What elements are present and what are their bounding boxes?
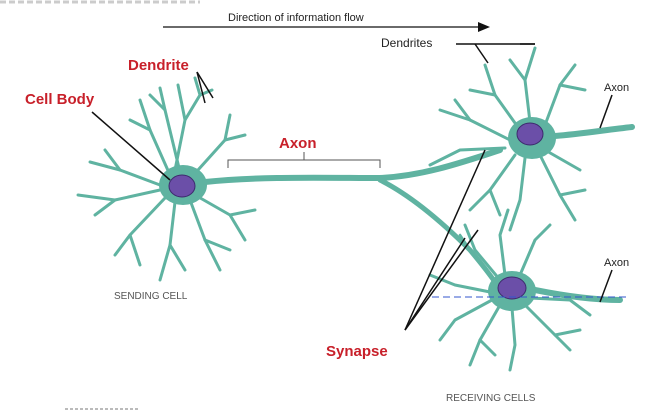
label-axon-lower: Axon bbox=[604, 257, 629, 269]
flow-label: Direction of information flow bbox=[228, 12, 364, 24]
lower-nucleus bbox=[498, 277, 526, 299]
label-dendrite: Dendrite bbox=[128, 57, 189, 74]
axon-bracket bbox=[228, 152, 380, 168]
upper-nucleus bbox=[517, 123, 543, 145]
label-receiving-cells: RECEIVING CELLS bbox=[446, 393, 536, 404]
receiving-cell-lower bbox=[430, 210, 620, 370]
label-axon-main: Axon bbox=[279, 135, 317, 152]
receiving-cell-upper bbox=[430, 48, 632, 230]
label-sending-cell: SENDING CELL bbox=[114, 291, 188, 302]
label-dendrites: Dendrites bbox=[381, 36, 432, 50]
label-synapse: Synapse bbox=[326, 343, 388, 360]
sending-nucleus bbox=[169, 175, 195, 197]
label-cell-body: Cell Body bbox=[25, 91, 95, 108]
label-axon-upper: Axon bbox=[604, 82, 629, 94]
